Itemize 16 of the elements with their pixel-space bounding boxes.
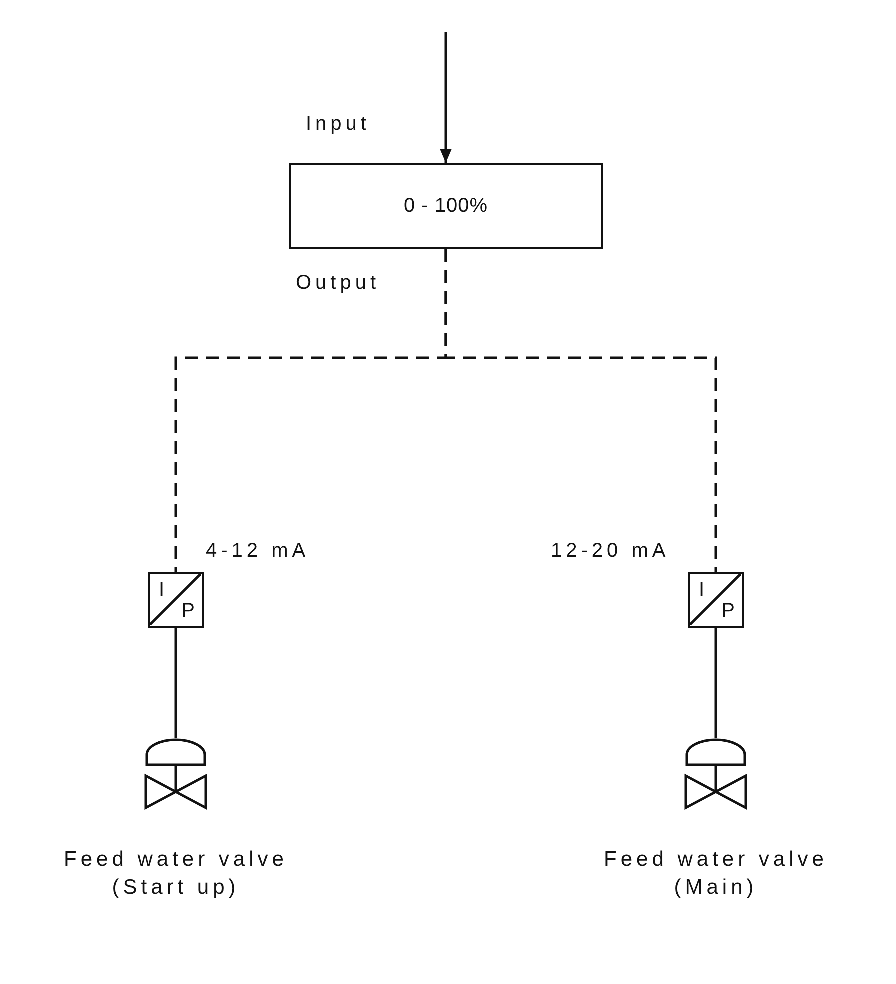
converter-letter: P — [722, 599, 735, 623]
converter-letter: I — [159, 578, 165, 602]
connector-line — [174, 628, 178, 738]
dashed-line — [444, 249, 718, 572]
converter-letter: P — [182, 599, 195, 623]
arrow — [440, 32, 452, 163]
edge-label: Input — [306, 112, 370, 136]
valve-caption: Feed water valve (Main) — [603, 847, 829, 901]
valve-caption: Feed water valve (Start up) — [63, 847, 289, 901]
connector-line — [714, 628, 718, 738]
edge-label: 12-20 mA — [551, 539, 670, 563]
controller-box — [289, 163, 603, 249]
box-text: 0 - 100% — [404, 194, 488, 218]
edge-label: 4-12 mA — [206, 539, 310, 563]
converter-letter: I — [699, 578, 705, 602]
signal-label: Output — [296, 271, 380, 295]
